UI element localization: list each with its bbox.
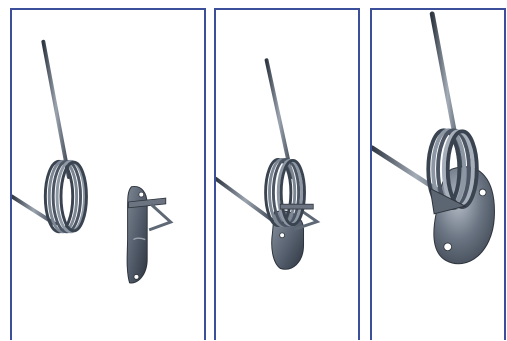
step-3-illustration (372, 10, 504, 340)
spring-coil (266, 159, 305, 225)
step-1-illustration (12, 10, 204, 340)
clip-bracket (127, 186, 171, 283)
step-1-panel (10, 8, 206, 340)
step-2-panel (214, 8, 360, 340)
step-2-illustration (216, 10, 358, 340)
step-3-panel (370, 8, 506, 340)
spring-upper-arm (43, 42, 68, 177)
